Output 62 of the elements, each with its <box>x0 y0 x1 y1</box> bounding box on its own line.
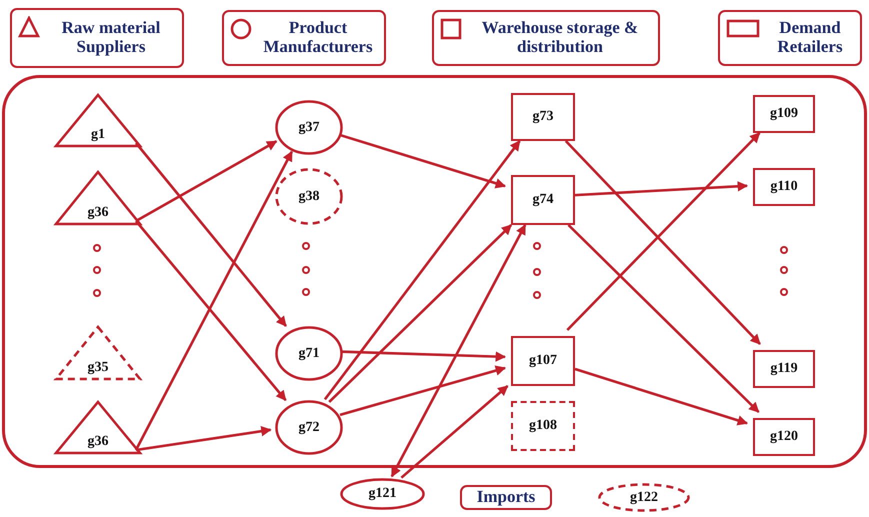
manufacturer-circle <box>275 400 343 455</box>
warehouse-box <box>511 93 575 141</box>
arrow <box>390 224 526 478</box>
arrow <box>340 366 506 416</box>
node-label: g109 <box>770 106 798 122</box>
manufacturer-circle <box>275 326 343 381</box>
arrow <box>339 134 506 188</box>
arrow <box>568 224 760 413</box>
category-label: Demand Retailers <box>776 19 844 57</box>
arrow <box>136 426 272 452</box>
node-label: g72 <box>298 420 320 436</box>
retailer-box <box>753 350 815 388</box>
arrow <box>328 224 512 403</box>
arrow <box>400 385 508 479</box>
network-frame <box>2 75 867 468</box>
legend-box <box>222 10 386 66</box>
supplier-triangle <box>55 170 141 226</box>
arrow <box>324 140 521 400</box>
arrow <box>134 150 293 451</box>
supplier-triangle <box>55 400 141 455</box>
arrow <box>135 140 278 222</box>
legend-box <box>718 10 862 66</box>
arrow <box>574 368 748 426</box>
legend-box <box>432 10 660 66</box>
legend-box <box>10 8 184 68</box>
node-label: g107 <box>529 353 557 369</box>
category-label: Warehouse storage & distribution <box>480 19 640 57</box>
import-ellipse <box>340 478 425 510</box>
node-label: g121 <box>368 486 396 502</box>
node-label: g122 <box>630 490 658 506</box>
node-label: g73 <box>532 109 554 125</box>
manufacturer-circle <box>275 168 343 225</box>
category-label: Raw material Suppliers <box>60 19 162 57</box>
warehouse-box <box>511 336 575 386</box>
node-label: g71 <box>298 346 320 362</box>
node-label: g36 <box>88 434 108 449</box>
arrow <box>342 350 506 362</box>
arrow <box>135 142 287 327</box>
node-label: g74 <box>532 192 554 208</box>
node-label: g110 <box>770 179 798 195</box>
node-label: g38 <box>298 188 320 204</box>
supplier-triangle <box>55 93 141 148</box>
warehouse-box <box>511 175 575 225</box>
retailer-box <box>753 418 815 456</box>
retailer-box <box>753 95 815 133</box>
import-ellipse <box>598 483 690 512</box>
arrow <box>135 220 287 401</box>
node-label: g35 <box>88 360 108 375</box>
node-label: g119 <box>770 361 798 377</box>
category-label: Product Manufacturers <box>262 19 374 57</box>
node-label: Imports <box>476 488 536 507</box>
arrow <box>574 181 748 196</box>
manufacturer-circle <box>275 100 343 155</box>
node-label: g120 <box>770 429 798 445</box>
node-label: g1 <box>91 126 105 142</box>
supplier-triangle <box>55 325 141 381</box>
node-label: g36 <box>88 204 108 220</box>
node-label: g37 <box>298 120 320 136</box>
warehouse-box <box>511 401 575 451</box>
imports-box <box>460 485 552 510</box>
retailer-box <box>753 168 815 206</box>
node-label: g108 <box>529 418 557 434</box>
